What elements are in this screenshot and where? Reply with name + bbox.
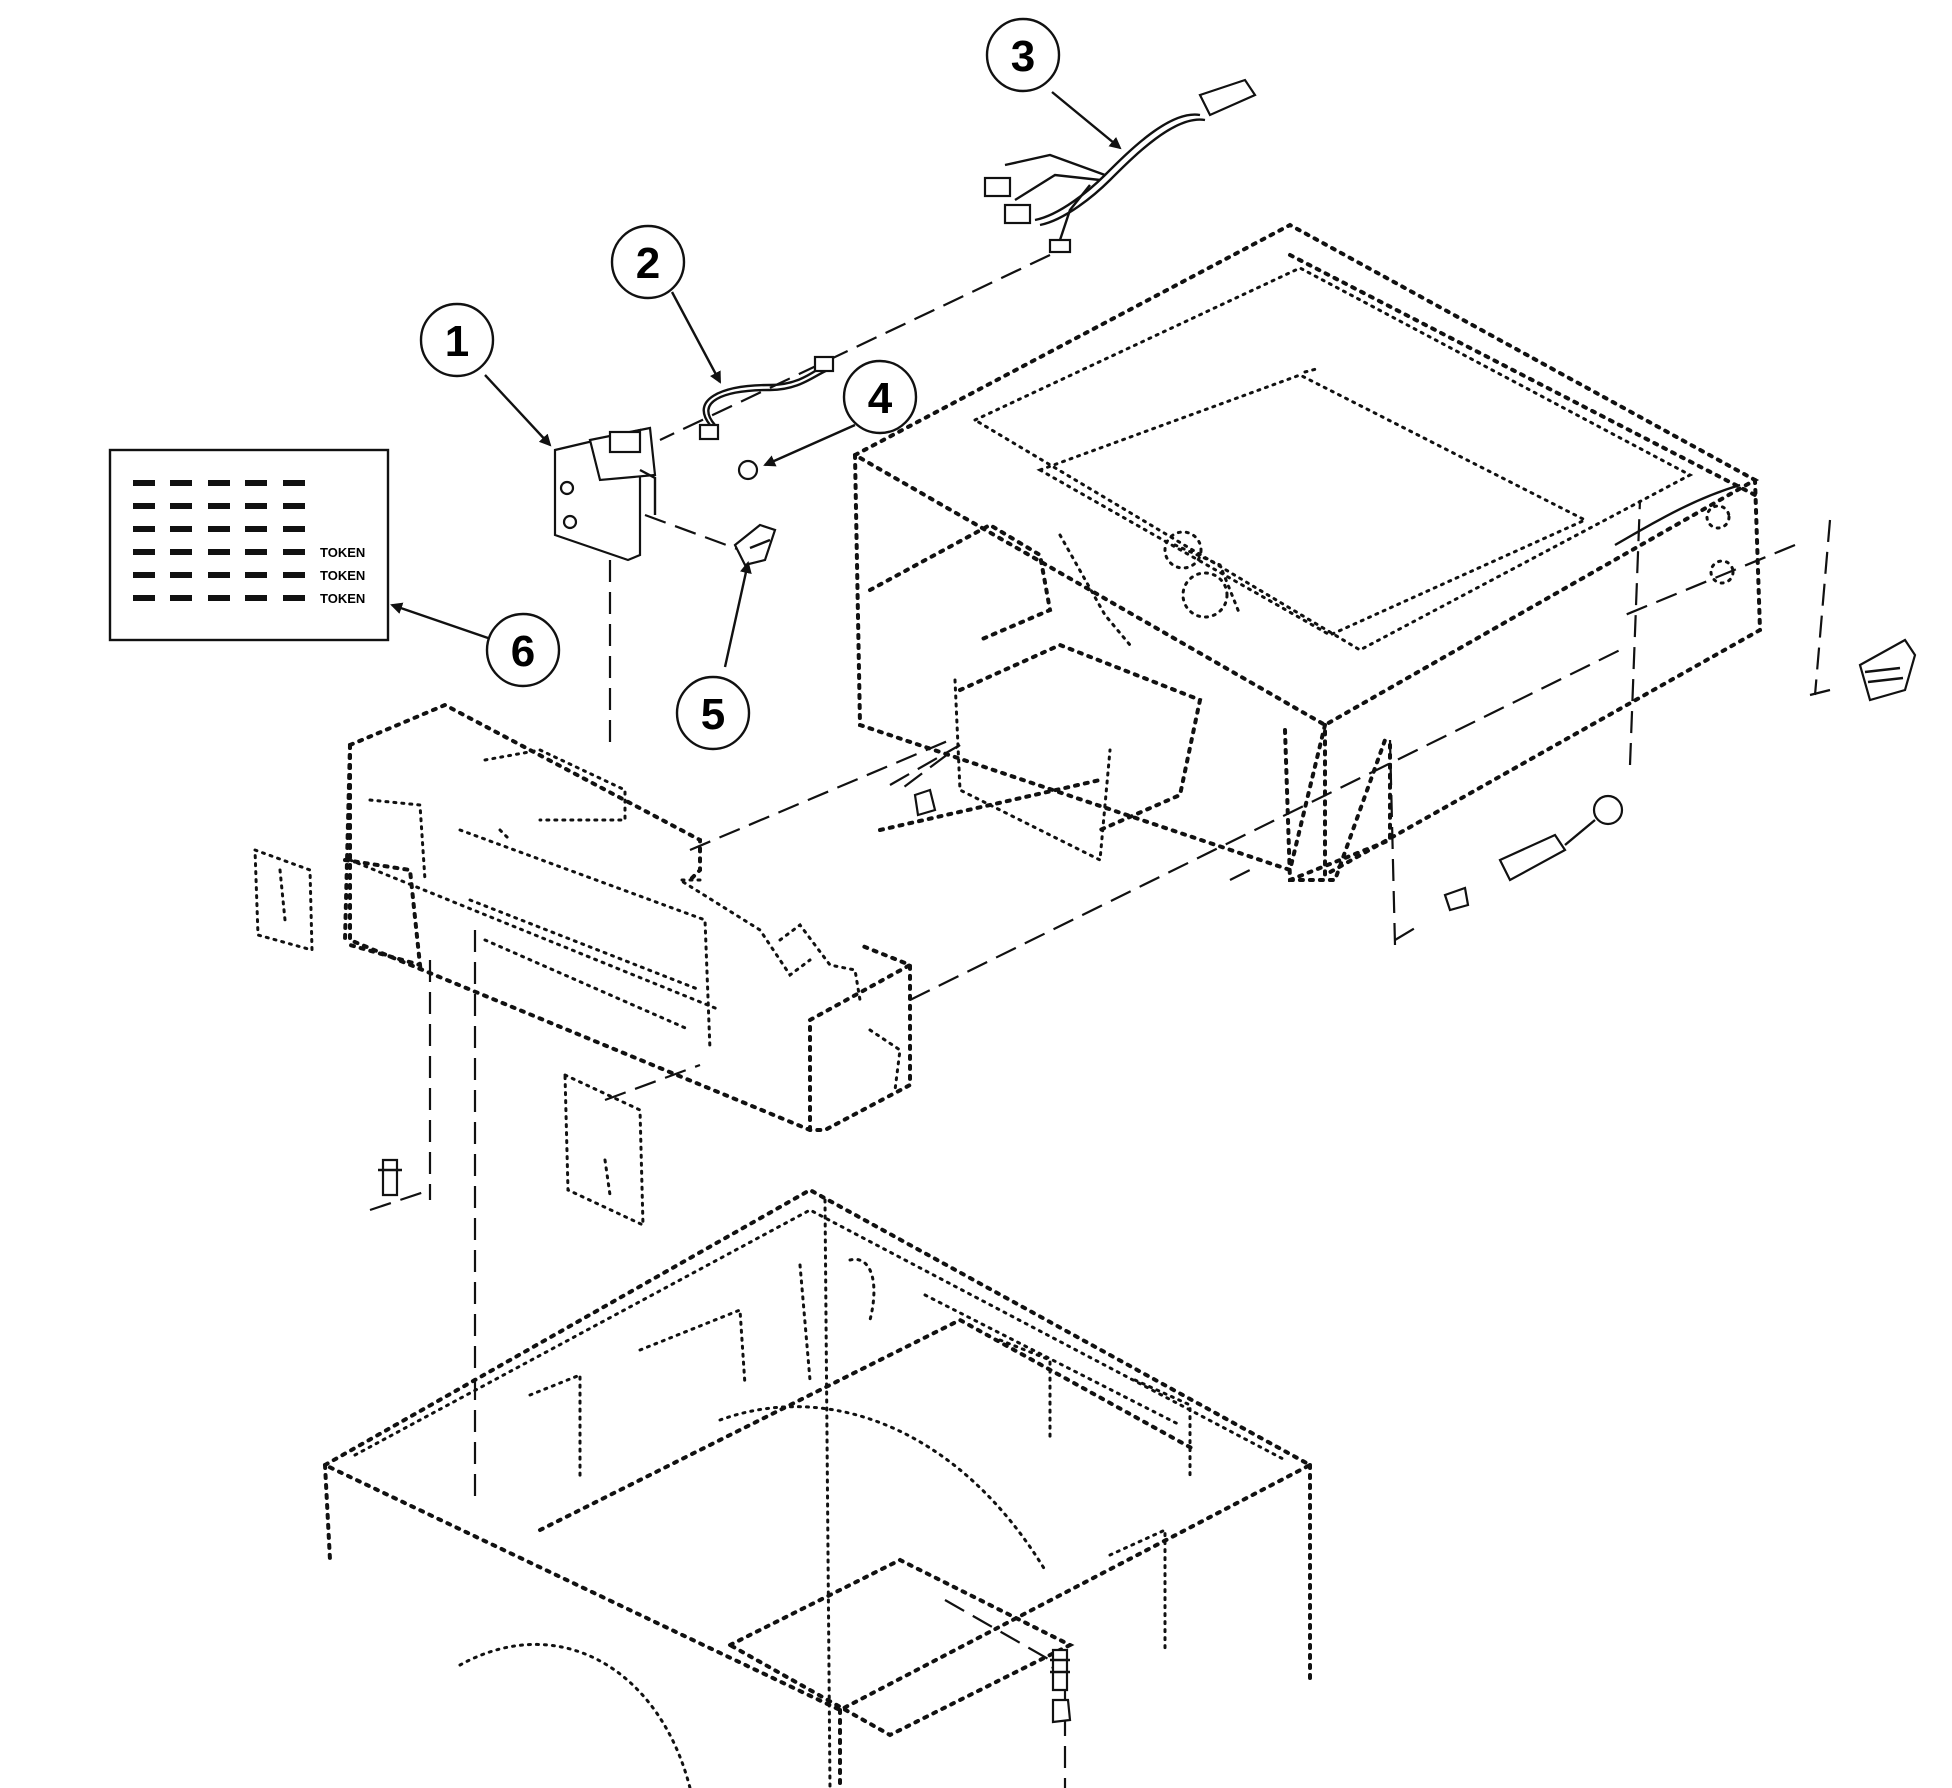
label-sheet-token-3: TOKEN xyxy=(320,591,365,606)
part-1-coin-switch xyxy=(553,426,657,562)
callout-2: 2 xyxy=(610,224,686,300)
callout-4-number: 4 xyxy=(868,374,893,423)
callout-4: 4 xyxy=(842,359,918,435)
callout-leaders xyxy=(390,91,1122,668)
hardware-screws xyxy=(378,638,1917,1724)
console-panel-upper xyxy=(850,222,1763,882)
callout-1-number: 1 xyxy=(445,317,469,366)
callout-6-number: 6 xyxy=(511,627,535,676)
callout-1: 1 xyxy=(419,302,495,378)
side-bracket-plates xyxy=(253,847,645,1228)
part-3-wire-harness xyxy=(983,78,1257,254)
cabinet-body xyxy=(320,1187,1315,1788)
label-sheet-token-2: TOKEN xyxy=(320,568,365,583)
callout-5-number: 5 xyxy=(701,690,725,739)
callout-3: 3 xyxy=(985,17,1061,93)
label-sheet-token-1: TOKEN xyxy=(320,545,365,560)
part-5-clip xyxy=(733,523,777,567)
explode-lines xyxy=(369,254,1832,1788)
callout-6: 6 xyxy=(485,612,561,688)
part-6-label-sheet: TOKEN TOKEN TOKEN xyxy=(108,448,390,642)
callout-2-number: 2 xyxy=(636,239,660,288)
part-4-grommet xyxy=(737,459,759,481)
callout-5: 5 xyxy=(675,675,751,751)
console-panel-front xyxy=(343,702,912,1132)
callout-3-number: 3 xyxy=(1011,32,1035,81)
part-2-wire-harness xyxy=(698,355,835,441)
